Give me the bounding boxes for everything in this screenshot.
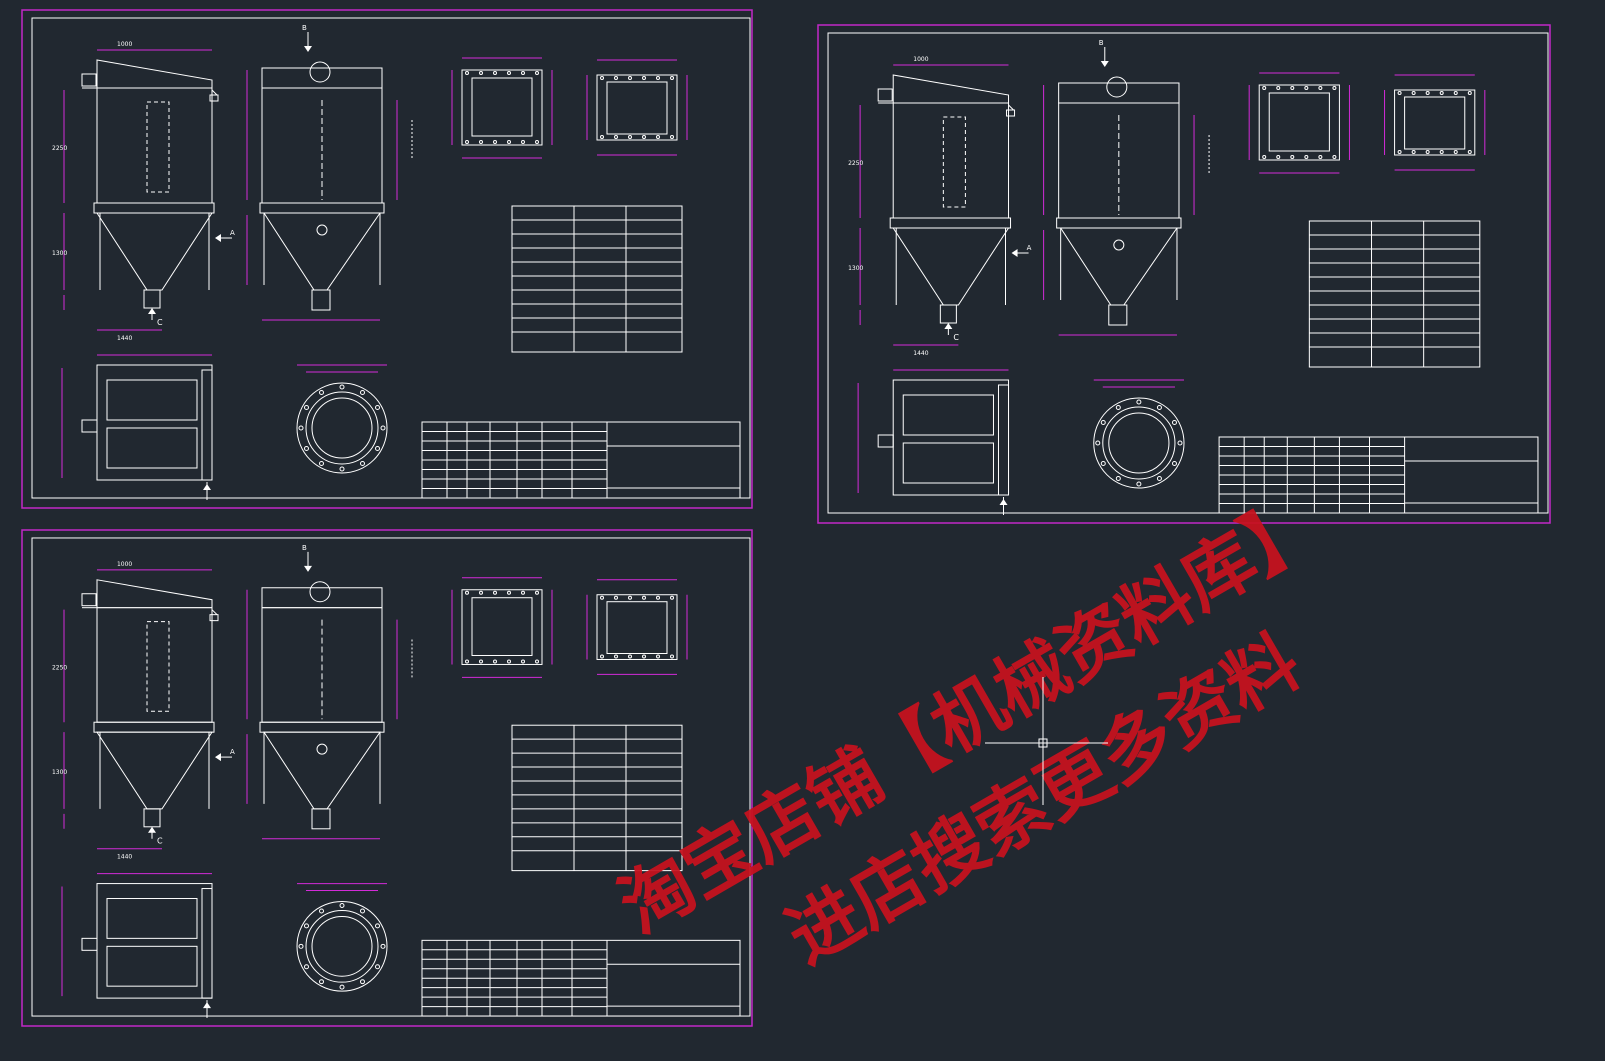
dim-top: 1000 [117, 561, 132, 568]
side-view: BA [215, 544, 413, 840]
arrow-label-a: A [230, 229, 235, 237]
arrow-label-c: C [157, 318, 163, 327]
front-view: C 1000 2250 1300 1440 [52, 561, 219, 861]
drawing-sheets: C1000225013001440BAC1000225013001440BAC1… [21, 9, 1551, 1027]
a-view [296, 364, 388, 474]
watermark: 淘宝店铺【机械资料库】 进店搜索更多资料 [605, 481, 1333, 980]
dim-bottom: 1440 [913, 350, 928, 357]
dim-left-2: 1300 [848, 265, 863, 272]
arrow-label-c: C [953, 333, 959, 342]
a-view [296, 883, 388, 992]
c-view [451, 577, 553, 678]
spec-table [511, 205, 683, 353]
dim-top: 1000 [117, 41, 132, 48]
dim-bottom: 1440 [117, 335, 132, 342]
title-block [421, 939, 741, 1017]
arrow-label-b: B [1099, 39, 1104, 47]
b-view [586, 59, 688, 156]
crosshair-cursor-icon [985, 677, 1108, 805]
dim-left-2: 1300 [52, 769, 67, 776]
plan-view [61, 873, 213, 1019]
b-view [1384, 74, 1486, 171]
title-block [1218, 436, 1539, 514]
a-view [1093, 379, 1185, 489]
dim-bottom: 1440 [117, 854, 132, 861]
arrow-label-b: B [302, 24, 307, 32]
spec-table [1308, 220, 1481, 368]
plan-view [857, 369, 1010, 515]
plan-view [61, 354, 213, 500]
arrow-label-c: C [157, 837, 163, 846]
spec-table [511, 724, 683, 872]
arrow-label-a: A [230, 748, 235, 756]
arrow-label-b: B [302, 544, 307, 552]
front-view: C 1000 2250 1300 1440 [848, 56, 1016, 357]
dim-left-2: 1300 [52, 250, 67, 257]
dim-top: 1000 [913, 56, 928, 63]
c-view [1248, 72, 1350, 174]
title-block [421, 421, 741, 499]
front-view: C 1000 2250 1300 1440 [52, 41, 219, 342]
c-view [451, 57, 553, 159]
side-view: BA [1011, 39, 1210, 336]
b-view [586, 579, 688, 675]
dim-left-1: 2250 [52, 145, 67, 152]
arrow-label-a: A [1027, 244, 1032, 252]
dim-left-1: 2250 [848, 160, 863, 167]
dim-left-1: 2250 [52, 664, 67, 671]
side-view: BA [215, 24, 413, 321]
